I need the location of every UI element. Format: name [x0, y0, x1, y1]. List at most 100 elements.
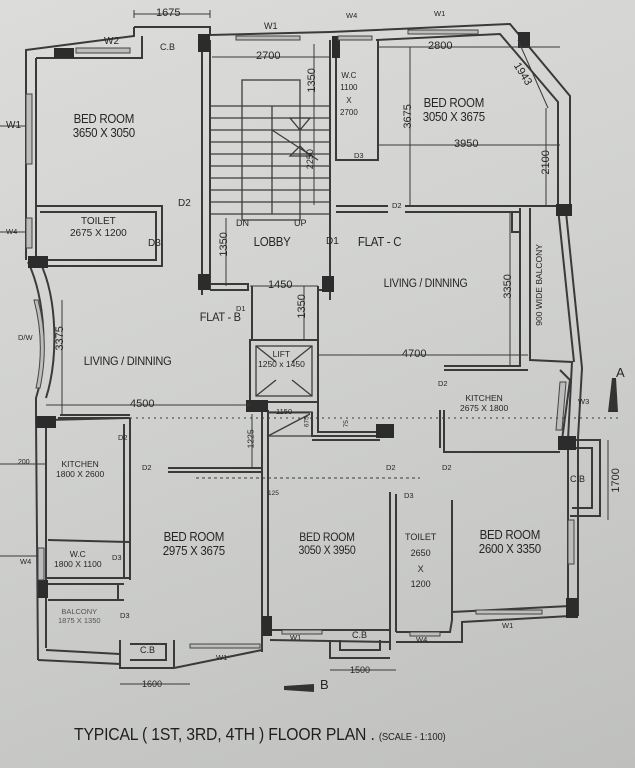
dim-living-c-width: 4700: [402, 348, 427, 360]
door-d3-nw: D3: [148, 238, 161, 249]
window-w1-west: W1: [6, 120, 21, 131]
cupboard-sw: C.B: [140, 645, 156, 655]
balcony-east-label: 900 WIDE BALCONY: [530, 240, 550, 336]
dim-stair-landing: 1350: [305, 68, 318, 93]
bedroom-ne-label: BED ROOM 3050 X 3675: [423, 96, 485, 125]
wc-sw-name: W.C: [69, 549, 86, 559]
dim-passage: 1225: [245, 429, 256, 449]
toilet-s-name: TOILET: [405, 532, 437, 542]
bedroom-ne-name: BED ROOM: [423, 96, 485, 110]
wc-north-label: W.C 1100 X 2700: [340, 70, 358, 120]
wc-north-size-b: 2700: [340, 108, 358, 118]
wc-north-x: X: [346, 95, 352, 105]
window-w1-ne: W1: [434, 9, 446, 18]
cupboard-se: C.B: [570, 474, 586, 484]
door-d1-b: D1: [236, 304, 246, 313]
dim-cb-se-height: 1700: [609, 468, 622, 493]
kitchen-b-size: 1800 X 2600: [56, 468, 105, 479]
toilet-s-label: TOILET 2650 X 1200: [405, 530, 436, 593]
dim-lift-gap: 1150: [276, 407, 293, 416]
door-d3-toilet-s: D3: [404, 491, 414, 500]
dim-lobby-height: 1350: [217, 232, 230, 257]
staircase: [210, 79, 330, 221]
dim-bed-ne-side: 2100: [539, 150, 552, 175]
window-w1-sw: W1: [216, 653, 228, 662]
toilet-nw-size: 2675 X 1200: [70, 227, 127, 239]
door-d3-wc-sw: D3: [112, 553, 122, 562]
dim-duct: 75: [342, 420, 350, 428]
door-d1-c: D1: [326, 236, 339, 247]
balcony-sw-name: BALCONY: [61, 607, 98, 616]
wc-north-name: W.C: [341, 71, 357, 80]
lobby-label: LOBBY: [253, 235, 291, 249]
window-w4-top: W4: [346, 11, 358, 20]
stair-up-label: UP: [294, 218, 307, 228]
bedroom-sw-size: 2975 X 3675: [162, 544, 225, 559]
wc-north-size-a: 1100: [340, 83, 358, 93]
door-d2-kitchen-c: D2: [438, 379, 448, 388]
dim-lobby-width: 1450: [268, 279, 293, 291]
stair-down-label: DN: [236, 218, 249, 228]
bedroom-s-name: BED ROOM: [299, 532, 355, 544]
toilet-s-x: X: [417, 563, 424, 574]
toilet-nw-name: TOILET: [80, 216, 116, 227]
kitchen-c-name: KITCHEN: [465, 393, 503, 403]
bedroom-ne-size: 3050 X 3675: [422, 110, 485, 125]
section-marker-a: A: [616, 365, 625, 380]
window-w3: W3: [578, 397, 590, 406]
toilet-s-size-b: 1200: [410, 579, 431, 590]
toilet-nw-label: TOILET 2675 X 1200: [70, 216, 127, 239]
door-d2-kitchen-b: D2: [142, 463, 152, 472]
wc-sw-size: 1800 X 1100: [54, 558, 102, 569]
door-d2-nw: D2: [178, 198, 191, 209]
dim-cb-sw: 1600: [142, 679, 163, 689]
bedroom-nw-label: BED ROOM 3650 X 3050: [73, 112, 135, 141]
exterior-walls: [25, 22, 601, 669]
kitchen-b-name: KITCHEN: [61, 459, 99, 469]
dim-bed-ne-width: 3950: [454, 138, 479, 150]
door-d2-bed-se: D2: [442, 463, 452, 472]
bedroom-sw-label: BED ROOM 2975 X 3675: [163, 530, 225, 559]
plan-scale: (SCALE - 1:100): [378, 731, 446, 743]
dim-lift-side: 675: [303, 416, 311, 428]
window-w4-sw: W4: [20, 557, 32, 566]
bedroom-nw-name: BED ROOM: [73, 112, 135, 126]
dim-cb-s: 1500: [350, 665, 371, 675]
bedroom-s-size: 3050 X 3950: [298, 545, 356, 558]
plan-title-main: TYPICAL ( 1ST, 3RD, 4TH ) FLOOR PLAN .: [74, 724, 375, 744]
lift-name: LIFT: [272, 349, 291, 359]
window-w1-s: W1: [290, 633, 302, 642]
door-d2-b: D2: [118, 433, 128, 442]
balcony-sw-label: BALCONY 1875 X 1350: [58, 607, 101, 625]
door-window-dw: D/W: [18, 333, 33, 342]
door-d3-n: D3: [354, 151, 364, 160]
kitchen-c-label: KITCHEN 2675 X 1800: [460, 393, 508, 414]
bedroom-se-label: BED ROOM 2600 X 3350: [479, 528, 541, 557]
window-w4-s: W4: [416, 635, 428, 644]
flat-b-label: FLAT - B: [199, 310, 241, 324]
structural-columns: [28, 32, 578, 636]
balcony-east-text: 900 WIDE BALCONY: [534, 244, 545, 326]
window-w2: W2: [104, 36, 119, 47]
balcony-sw-size: 1875 X 1350: [58, 615, 101, 625]
dim-bed-ne-top: 2800: [428, 40, 453, 52]
cupboard-s: C.B: [352, 630, 368, 640]
window-w1-se: W1: [502, 621, 514, 630]
dimension-lines: [0, 10, 620, 692]
flat-c-label: FLAT - C: [357, 235, 402, 249]
bedroom-se-size: 2600 X 3350: [478, 542, 541, 557]
toilet-s-size-a: 2650: [410, 547, 431, 558]
living-b-label: LIVING / DINNING: [83, 354, 172, 368]
dim-living-b-height: 3375: [53, 326, 66, 351]
bedroom-se-name: BED ROOM: [479, 528, 541, 542]
dim-stair-width: 2700: [256, 50, 281, 62]
dim-living-b-width: 4500: [130, 398, 155, 410]
section-marker-b: B: [320, 677, 329, 692]
dim-stair-flight: 2250: [304, 149, 315, 170]
kitchen-b-label: KITCHEN 1800 X 2600: [56, 459, 105, 480]
door-d2-ne: D2: [392, 201, 402, 210]
plan-title: TYPICAL ( 1ST, 3RD, 4TH ) FLOOR PLAN . (…: [74, 724, 446, 745]
dim-bed-ne-height: 3675: [401, 104, 414, 129]
living-c-label: LIVING / DINNING: [383, 278, 468, 290]
